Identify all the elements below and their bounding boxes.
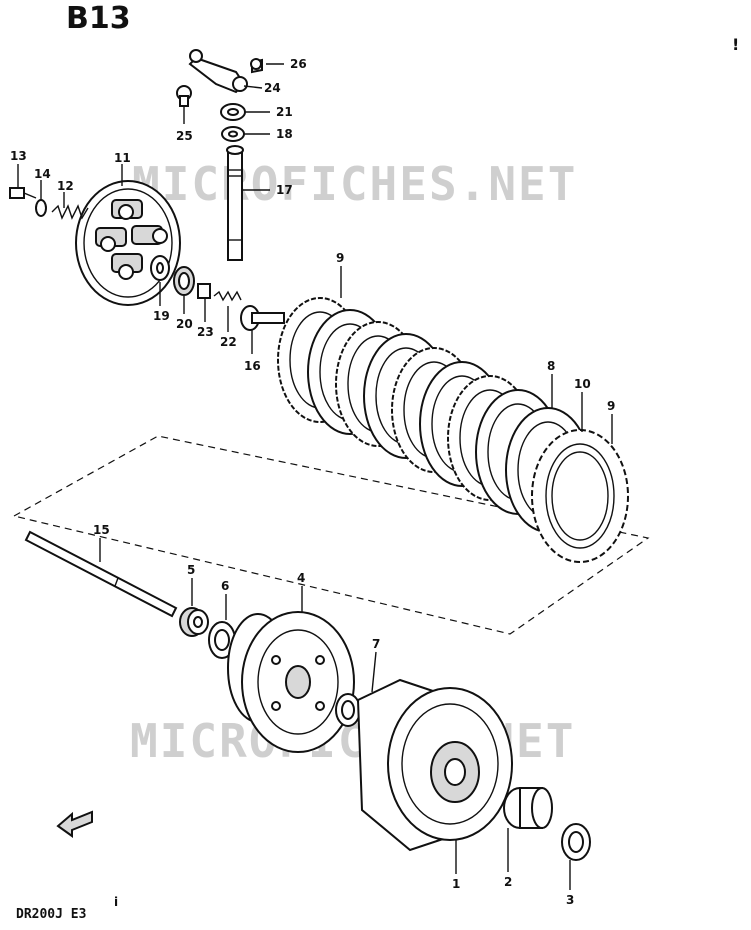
pressure-plate-part11 — [75, 180, 181, 306]
model-code: DR200J E3 — [16, 907, 86, 922]
spacer-part2 — [503, 787, 553, 829]
bolt-part13 — [9, 187, 37, 199]
nut-part21 — [220, 103, 246, 121]
callout-3: 3 — [566, 893, 574, 907]
callout-25: 25 — [176, 129, 193, 143]
callout-15: 15 — [93, 523, 110, 537]
washer-part19 — [150, 255, 170, 281]
thrust-washer-part3 — [561, 823, 591, 861]
callout-10: 10 — [574, 377, 591, 391]
callout-8: 8 — [547, 359, 555, 373]
callout-9-top: 9 — [336, 251, 344, 265]
callout-24: 24 — [264, 81, 281, 95]
footer-mark: i — [114, 895, 118, 909]
callout-4: 4 — [297, 571, 305, 585]
push-rod-part22 — [213, 290, 242, 302]
push-piece-part16 — [240, 305, 285, 331]
countershaft-part15 — [24, 530, 178, 618]
release-shaft-part17 — [226, 145, 244, 261]
watermark-top: MICROFICHES.NET — [132, 157, 577, 211]
front-direction-arrow-icon — [56, 810, 93, 838]
release-lever-part24 — [188, 49, 248, 94]
callout-20: 20 — [176, 317, 193, 331]
callout-18: 18 — [276, 127, 293, 141]
callout-7: 7 — [372, 637, 380, 651]
callout-12: 12 — [57, 179, 74, 193]
callout-17: 17 — [276, 183, 293, 197]
bolt-part25 — [176, 85, 192, 107]
callout-23: 23 — [197, 325, 214, 339]
callout-9-right: 9 — [607, 399, 615, 413]
spring-part12 — [51, 204, 89, 220]
washer-part14 — [35, 199, 47, 217]
bearing-part20 — [173, 266, 195, 296]
leader-lines — [17, 63, 613, 890]
callout-11: 11 — [114, 151, 131, 165]
nut-part23 — [197, 283, 211, 299]
clutch-housing-part1 — [356, 678, 513, 852]
screw-part26 — [250, 58, 263, 74]
callout-13: 13 — [10, 149, 27, 163]
callout-19: 19 — [153, 309, 170, 323]
callout-14: 14 — [34, 167, 51, 181]
callout-21: 21 — [276, 105, 293, 119]
corner-mark: ! — [732, 35, 739, 54]
callout-16: 16 — [244, 359, 261, 373]
callout-1: 1 — [452, 877, 460, 891]
figure-code: B13 — [66, 1, 131, 36]
callout-5: 5 — [187, 563, 195, 577]
washer-part7 — [335, 693, 361, 727]
callout-22: 22 — [220, 335, 237, 349]
assembly-boundary — [12, 435, 650, 635]
callout-26: 26 — [290, 57, 307, 71]
bearing-part5 — [179, 607, 209, 637]
clutch-hub-part4 — [227, 611, 355, 753]
callout-6: 6 — [221, 579, 229, 593]
clutch-plates-part8-part9-part10 — [277, 297, 629, 563]
callout-2: 2 — [504, 875, 512, 889]
washer-part18 — [221, 126, 245, 142]
